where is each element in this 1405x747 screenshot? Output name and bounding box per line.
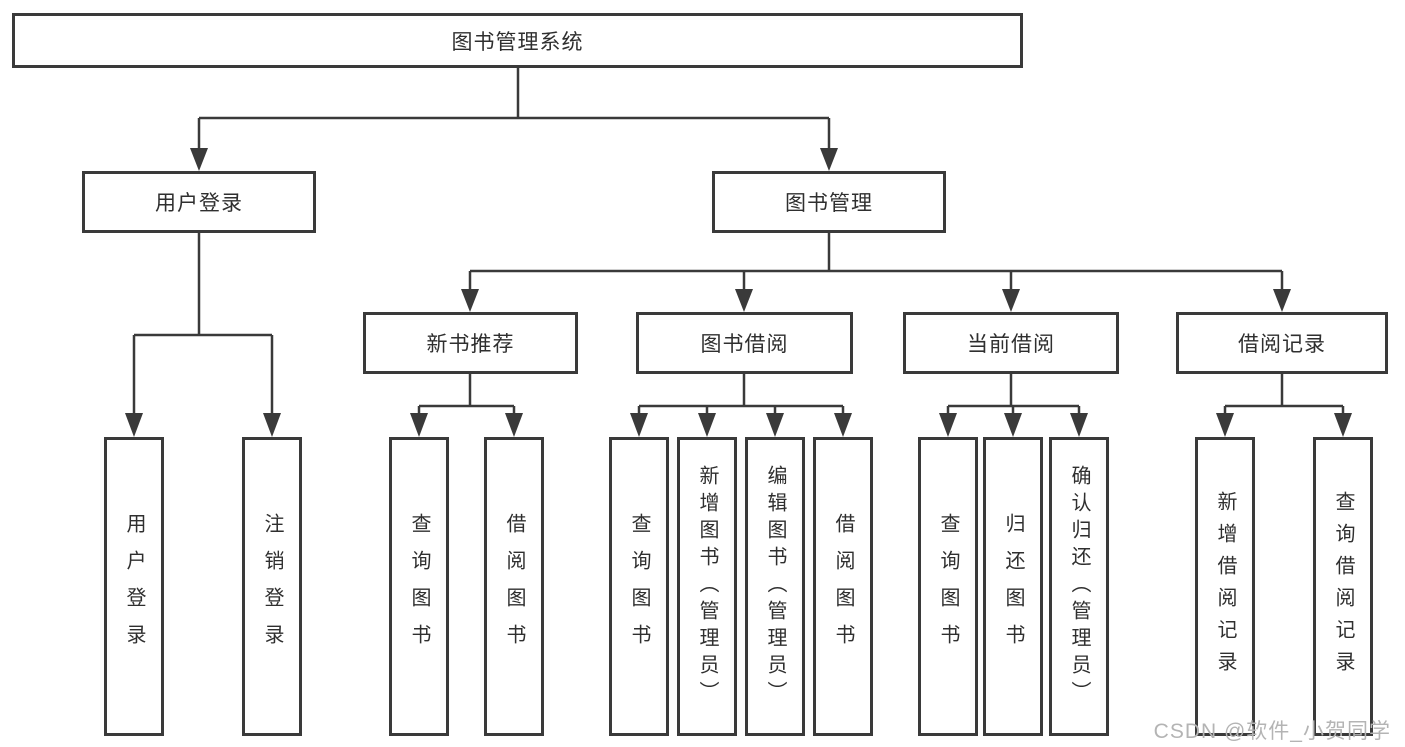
leaf-logout-label: 注销登录 xyxy=(261,512,283,661)
leaf-edit-book-admin-label: 编辑图书（管理员） xyxy=(764,465,786,708)
leaf-query-books-current: 查询图书 xyxy=(918,437,978,736)
leaf-user-login-label: 用户登录 xyxy=(123,512,145,661)
node-book-borrowing: 图书借阅 xyxy=(636,312,853,374)
leaf-add-book-admin: 新增图书（管理员） xyxy=(677,437,737,736)
node-new-book-recommend: 新书推荐 xyxy=(363,312,578,374)
arrowhead-icons xyxy=(125,148,1352,437)
leaf-query-borrow-record: 查询借阅记录 xyxy=(1313,437,1373,736)
node-library-system: 图书管理系统 xyxy=(12,13,1023,68)
leaf-return-book: 归还图书 xyxy=(983,437,1043,736)
leaf-query-books-recommend-label: 查询图书 xyxy=(408,512,430,661)
leaf-add-borrow-record-label: 新增借阅记录 xyxy=(1214,490,1236,683)
node-new-book-recommend-label: 新书推荐 xyxy=(426,333,515,356)
node-borrowing-records: 借阅记录 xyxy=(1176,312,1388,374)
leaf-borrow-books: 借阅图书 xyxy=(813,437,873,736)
leaf-add-book-admin-label: 新增图书（管理员） xyxy=(696,465,718,708)
leaf-logout: 注销登录 xyxy=(242,437,302,736)
node-user-login-label: 用户登录 xyxy=(155,192,243,215)
node-current-borrowing: 当前借阅 xyxy=(903,312,1119,374)
leaf-borrow-books-recommend: 借阅图书 xyxy=(484,437,544,736)
leaf-return-book-label: 归还图书 xyxy=(1002,512,1024,661)
leaf-confirm-return-admin-label: 确认归还（管理员） xyxy=(1068,465,1090,708)
leaf-query-books-borrowing: 查询图书 xyxy=(609,437,669,736)
leaf-borrow-books-recommend-label: 借阅图书 xyxy=(503,512,525,661)
leaf-query-borrow-record-label: 查询借阅记录 xyxy=(1332,490,1354,683)
node-borrowing-records-label: 借阅记录 xyxy=(1238,333,1326,356)
leaf-query-books-current-label: 查询图书 xyxy=(937,512,959,661)
node-book-borrowing-label: 图书借阅 xyxy=(700,333,789,356)
leaf-query-books-recommend: 查询图书 xyxy=(389,437,449,736)
leaf-user-login: 用户登录 xyxy=(104,437,164,736)
leaf-query-books-borrowing-label: 查询图书 xyxy=(628,512,650,661)
leaf-add-borrow-record: 新增借阅记录 xyxy=(1195,437,1255,736)
node-current-borrowing-label: 当前借阅 xyxy=(967,333,1055,356)
node-library-system-label: 图书管理系统 xyxy=(451,30,584,54)
csdn-watermark: CSDN @软件_小贺同学 xyxy=(1153,720,1391,743)
leaf-edit-book-admin: 编辑图书（管理员） xyxy=(745,437,805,736)
node-book-management-label: 图书管理 xyxy=(785,192,873,215)
leaf-borrow-books-label: 借阅图书 xyxy=(832,512,854,661)
leaf-confirm-return-admin: 确认归还（管理员） xyxy=(1049,437,1109,736)
node-book-management: 图书管理 xyxy=(712,171,946,233)
node-user-login: 用户登录 xyxy=(82,171,316,233)
